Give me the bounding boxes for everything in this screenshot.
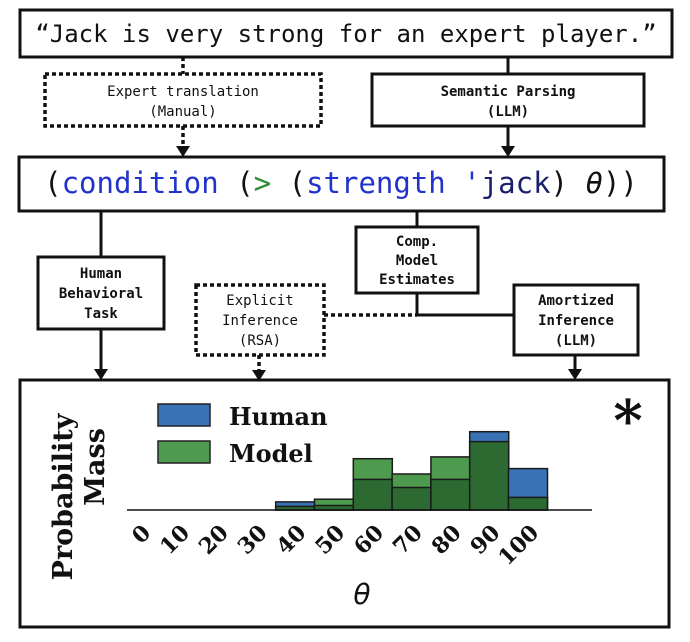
theta-symbol: θ <box>585 166 602 200</box>
expert-translation-box: Expert translation (Manual) <box>43 72 323 128</box>
legend-label-human: Human <box>229 402 328 431</box>
arrowhead-expert-to-program <box>176 146 190 157</box>
sentence-box: “Jack is very strong for an expert playe… <box>18 8 674 59</box>
bar-overlap-70 <box>391 486 432 511</box>
human-behavioral-task-box: Human Behavioral Task <box>36 255 166 331</box>
semantic-parsing-line-2: (LLM) <box>487 104 529 120</box>
semantic-parsing-box: Semantic Parsing (LLM) <box>370 72 646 128</box>
histogram-bars <box>274 430 549 511</box>
paren-open-2: ( <box>236 166 253 200</box>
paren-open-1: ( <box>44 166 61 200</box>
connector-model-estimates-to-amortized <box>415 293 514 317</box>
program-expression: (condition (> (strength 'jack) θ)) <box>44 166 638 200</box>
amortized-inference-box: Amortized Inference (LLM) <box>512 283 640 357</box>
legend-label-model: Model <box>229 439 313 468</box>
human-task-line-3: Task <box>84 306 118 322</box>
bar-overlap-60 <box>352 478 394 511</box>
amortized-inference-line-2: Inference <box>538 313 614 329</box>
arrowhead-human-task-to-chart <box>94 369 108 380</box>
legend: Human Model <box>157 402 328 468</box>
explicit-inference-line-2: Inference <box>222 313 298 329</box>
op-greater: > <box>254 166 271 200</box>
y-axis-label-line-2: Mass <box>80 428 111 506</box>
y-axis-label-line-1: Probability <box>48 412 79 580</box>
human-task-line-1: Human <box>80 266 122 282</box>
bar-overlap-90 <box>468 440 510 511</box>
expert-translation-line-2: (Manual) <box>149 104 216 120</box>
bar-overlap-80 <box>430 478 471 511</box>
human-task-line-2: Behavioral <box>59 286 143 302</box>
bar-overlap-100 <box>507 496 549 511</box>
model-estimates-line-2: Model <box>396 253 438 269</box>
fn-strength: strength <box>306 166 446 200</box>
paren-close-2-1: )) <box>603 166 638 200</box>
sentence-text: “Jack is very strong for an expert playe… <box>35 20 656 48</box>
amortized-inference-line-3: (LLM) <box>555 333 597 349</box>
chart-panel: * Probability Mass Human Model 010203040… <box>18 378 671 629</box>
arrowhead-explicit-to-chart <box>252 370 266 381</box>
connectors <box>94 57 582 381</box>
quote: ' <box>463 166 480 200</box>
explicit-inference-line-1: Explicit <box>226 293 293 309</box>
legend-swatch-model <box>157 440 211 464</box>
model-estimates-line-1: Comp. <box>396 234 438 250</box>
arrowhead-amortized-to-chart <box>568 369 582 380</box>
legend-swatch-human <box>157 403 211 427</box>
explicit-inference-line-3: (RSA) <box>239 333 281 349</box>
fn-condition: condition <box>62 166 219 200</box>
amortized-inference-line-1: Amortized <box>538 293 614 309</box>
expert-translation-line-1: Expert translation <box>107 84 259 100</box>
explicit-inference-box: Explicit Inference (RSA) <box>194 283 326 357</box>
arrowhead-parsing-to-program <box>501 146 515 157</box>
semantic-parsing-line-1: Semantic Parsing <box>441 84 576 100</box>
paren-open-3: ( <box>289 166 306 200</box>
comp-model-estimates-box: Comp. Model Estimates <box>354 225 480 295</box>
model-estimates-line-3: Estimates <box>379 272 455 288</box>
paren-close-3: ) <box>551 166 568 200</box>
chart-asterisk: * <box>613 388 642 454</box>
program-box: (condition (> (strength 'jack) θ)) <box>17 155 666 213</box>
x-axis-label: θ <box>353 578 370 611</box>
arg-jack: jack <box>481 166 551 200</box>
